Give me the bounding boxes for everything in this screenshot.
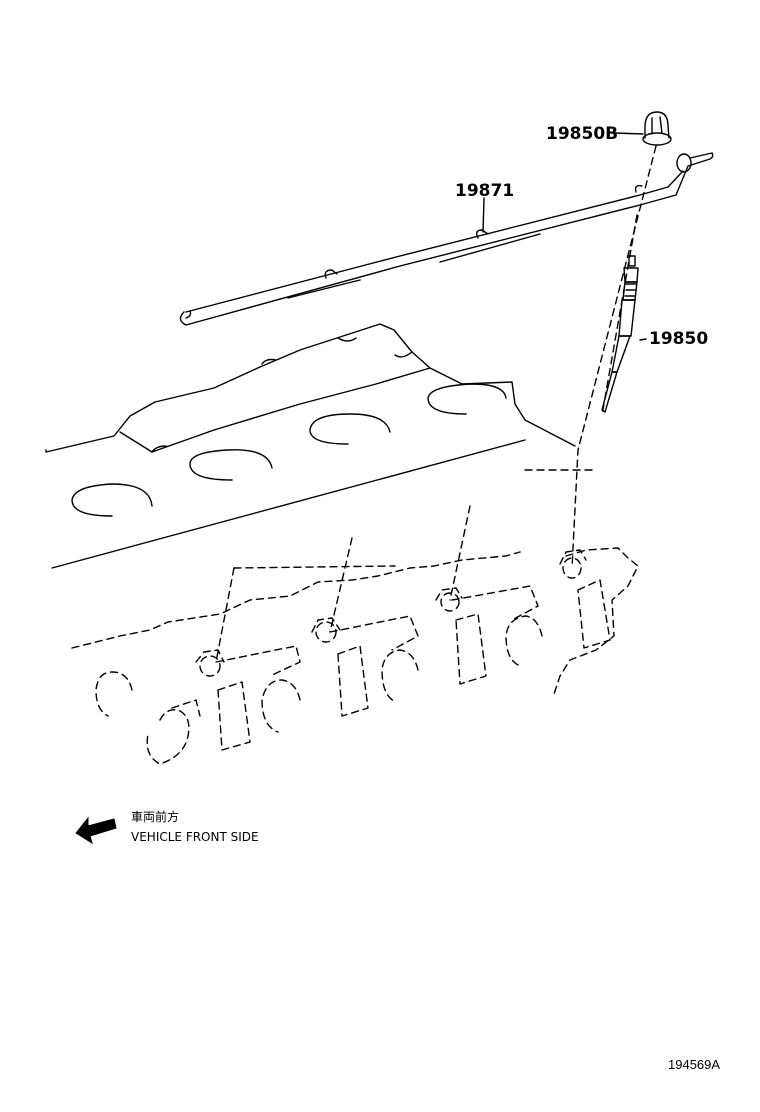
- part-label-bus-bar: 19871: [455, 181, 515, 201]
- arrow-left-icon: [75, 816, 117, 845]
- glow-plug: [601, 255, 647, 413]
- direction-japanese: 車両前方: [131, 810, 180, 824]
- direction-english: VEHICLE FRONT SIDE: [131, 830, 259, 844]
- manifold-outline: [71, 547, 639, 765]
- glow-plug-gasket: [614, 111, 672, 146]
- combustion-chambers: [71, 383, 507, 517]
- guide-lines: [215, 145, 657, 663]
- part-label-gasket: 19850B: [546, 124, 619, 144]
- cylinder-head: [45, 323, 576, 569]
- part-label-glow-plug: 19850: [649, 329, 709, 349]
- figure-code: 194569A: [668, 1057, 721, 1072]
- glow-plug-bus-bar: [179, 152, 714, 326]
